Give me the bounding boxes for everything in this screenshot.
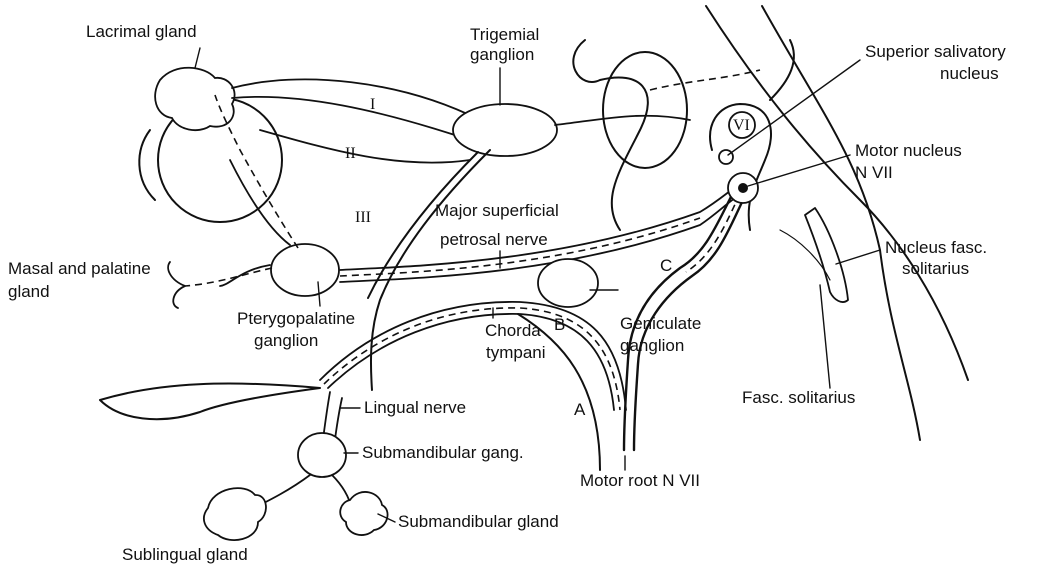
roman-numeral-3: III (355, 209, 371, 226)
leader-lacrimal (195, 48, 200, 68)
brainstem-fold (770, 40, 794, 100)
trigeminal-root-dashed (650, 70, 760, 90)
label-petrosal-nerve: petrosal nerve (440, 230, 548, 249)
tongue-shape (100, 384, 320, 420)
roman-numeral-2: II (345, 145, 356, 162)
leader-nucleus-fasc (836, 250, 880, 264)
brainstem-outline-inner (762, 6, 920, 440)
mandibular-nerve (371, 150, 490, 390)
maxillary-nerve (260, 130, 470, 163)
nucleus-fasc-shape (805, 208, 848, 302)
sublingual-gland-shape (204, 488, 266, 540)
label-lingual-nerve: Lingual nerve (364, 398, 466, 417)
chorda-tympani-outer (320, 302, 626, 410)
leader-fasc-solitarius (820, 285, 830, 388)
ophthalmic-nerve (232, 79, 480, 120)
label-nasal-palatine: Masal and palatine (8, 259, 151, 278)
ophthalmic-nerve-2 (232, 97, 470, 140)
geniculate-ganglion (538, 259, 598, 307)
nasal-branch (220, 265, 270, 286)
submandibular-ganglion (298, 433, 346, 477)
lacrimal-gland-shape (155, 68, 234, 130)
fasc-solitarius-fibers (780, 230, 830, 280)
letter-c: C (660, 256, 672, 275)
trigeminal-sensory-root (555, 116, 690, 125)
nasal-gland-shape (168, 262, 185, 308)
letter-b: B (554, 315, 565, 334)
leader-motor-nucleus (748, 155, 850, 186)
label-fasc-solitarius: Fasc. solitarius (742, 388, 855, 407)
label-trigemial-2: ganglion (470, 45, 534, 64)
label-nasal-palatine-2: gland (8, 282, 50, 301)
motor-nucleus-core (738, 183, 748, 193)
petrosal-nerve-upper (340, 184, 740, 270)
trigeminal-root-outline (573, 40, 648, 230)
label-major-superficial: Major superficial (435, 201, 559, 220)
label-pterygopalatine-2: ganglion (254, 331, 318, 350)
label-geniculate: Geniculate (620, 314, 701, 333)
label-trigemial: Trigemial (470, 25, 539, 44)
label-nucleus-fasc-2: solitarius (902, 259, 969, 278)
label-submandibular-gland: Submandibular gland (398, 512, 559, 531)
pterygopalatine-ganglion (271, 244, 339, 296)
label-lacrimal-gland: Lacrimal gland (86, 22, 197, 41)
label-submandibular-gang: Submandibular gang. (362, 443, 524, 462)
label-nucleus-fasc: Nucleus fasc. (885, 238, 987, 257)
label-chorda: Chorda (485, 321, 541, 340)
label-tympani: tympani (486, 343, 546, 362)
label-superior-salivatory-2: nucleus (940, 64, 999, 83)
chorda-tympani-dashed (324, 308, 620, 410)
submandibular-gland-shape (340, 492, 387, 535)
label-motor-nucleus-2: N VII (855, 163, 893, 182)
label-superior-salivatory: Superior salivatory (865, 42, 1006, 61)
pons-bulge (603, 52, 687, 168)
label-motor-nucleus: Motor nucleus (855, 141, 962, 160)
roman-numeral-1: I (370, 96, 375, 113)
label-geniculate-2: ganglion (620, 336, 684, 355)
label-sublingual-gland: Sublingual gland (122, 545, 248, 564)
abducens-label: VI (733, 117, 750, 134)
letter-a: A (574, 400, 586, 419)
eyelid (139, 130, 155, 200)
label-motor-root: Motor root N VII (580, 471, 700, 490)
trigeminal-ganglion (453, 104, 557, 156)
label-pterygopalatine: Pterygopalatine (237, 309, 355, 328)
